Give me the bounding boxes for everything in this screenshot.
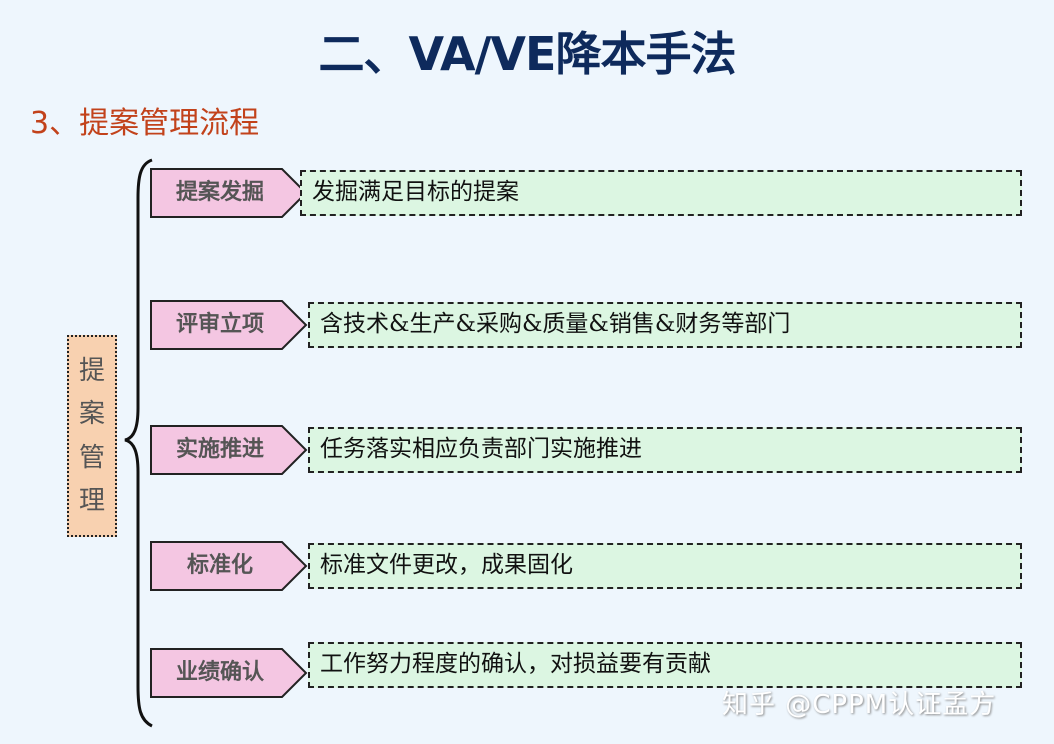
root-char: 理	[78, 486, 105, 517]
step-tag-label: 提案发掘	[175, 179, 264, 205]
step-tag-label: 标准化	[186, 552, 253, 578]
pentagon-arrow-shape	[150, 168, 308, 218]
pentagon-arrow-shape	[150, 541, 308, 591]
step-description: 任务落实相应负责部门实施推进	[308, 427, 1022, 473]
step-tag: 评审立项	[150, 300, 308, 350]
curly-brace-connector	[124, 158, 153, 728]
step-description: 含技术&生产&采购&质量&销售&财务等部门	[308, 302, 1022, 348]
step-tag: 提案发掘	[150, 168, 308, 218]
step-description: 标准文件更改，成果固化	[308, 543, 1022, 589]
step-tag-label: 实施推进	[175, 436, 264, 462]
step-tag-label: 评审立项	[175, 311, 264, 337]
pentagon-arrow-shape	[150, 648, 308, 698]
slide-title: 二、VA/VE降本手法	[318, 27, 737, 81]
step-tag-label: 业绩确认	[175, 659, 264, 685]
step-tag: 实施推进	[150, 425, 308, 475]
root-char: 案	[78, 399, 105, 430]
watermark: 知乎 @CPPM认证孟方	[722, 690, 997, 720]
pentagon-arrow-shape	[150, 300, 308, 350]
root-char: 管	[78, 442, 105, 473]
root-node-proposal-management: 提 案 管 理	[67, 335, 117, 537]
step-tag: 标准化	[150, 541, 308, 591]
step-tag: 业绩确认	[150, 648, 308, 698]
step-description: 发掘满足目标的提案	[300, 170, 1022, 216]
step-description: 工作努力程度的确认，对损益要有贡献	[308, 642, 1022, 688]
pentagon-arrow-shape	[150, 425, 308, 475]
root-char: 提	[78, 355, 105, 386]
section-subtitle: 3、提案管理流程	[30, 106, 260, 141]
